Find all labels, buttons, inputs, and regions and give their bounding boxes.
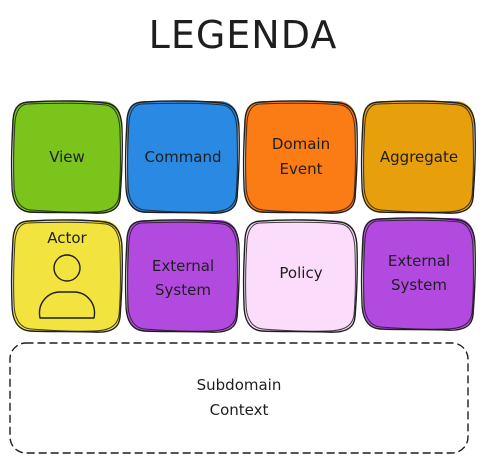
sticky-policy-label: Policy	[279, 264, 322, 282]
subdomain-context-border	[9, 342, 469, 454]
sticky-actor-label: Actor	[47, 229, 87, 247]
sticky-aggregate-fill	[363, 101, 474, 213]
sticky-external-system-2-fill	[363, 218, 474, 329]
sticky-domain-event: Domain Event	[242, 100, 358, 214]
sticky-external-system-2-label-line1: External	[388, 252, 450, 270]
sticky-policy: Policy	[242, 219, 358, 333]
legend-title: LEGENDA	[149, 13, 338, 57]
sticky-view-fill	[13, 101, 121, 213]
sticky-external-system-fill	[127, 220, 238, 331]
person-icon	[38, 254, 96, 319]
subdomain-context-label-line1: Subdomain	[197, 376, 282, 394]
sticky-view-label: View	[49, 148, 85, 166]
sticky-policy-fill	[245, 220, 356, 331]
sticky-command-fill	[127, 101, 238, 213]
sticky-external-system-2: External System	[360, 217, 476, 331]
subdomain-context-box: Subdomain Context	[9, 342, 469, 454]
sticky-external-system-label-line2: System	[155, 281, 211, 299]
sticky-domain-event-label-line2: Event	[280, 160, 323, 178]
sticky-external-system-label-line1: External	[152, 257, 214, 275]
sticky-aggregate: Aggregate	[360, 100, 476, 214]
sticky-external-system-2-label-line2: System	[391, 276, 447, 294]
sticky-actor: Actor	[10, 219, 123, 333]
sticky-external-system: External System	[124, 219, 240, 333]
subdomain-context-label-line2: Context	[210, 401, 269, 419]
sticky-domain-event-fill	[245, 101, 356, 213]
sticky-command-label: Command	[144, 148, 221, 166]
sticky-aggregate-label: Aggregate	[380, 148, 458, 166]
sticky-domain-event-label-line1: Domain	[272, 135, 330, 153]
sticky-command: Command	[124, 100, 240, 214]
sticky-actor-fill	[13, 220, 121, 331]
sticky-view: View	[10, 100, 123, 214]
